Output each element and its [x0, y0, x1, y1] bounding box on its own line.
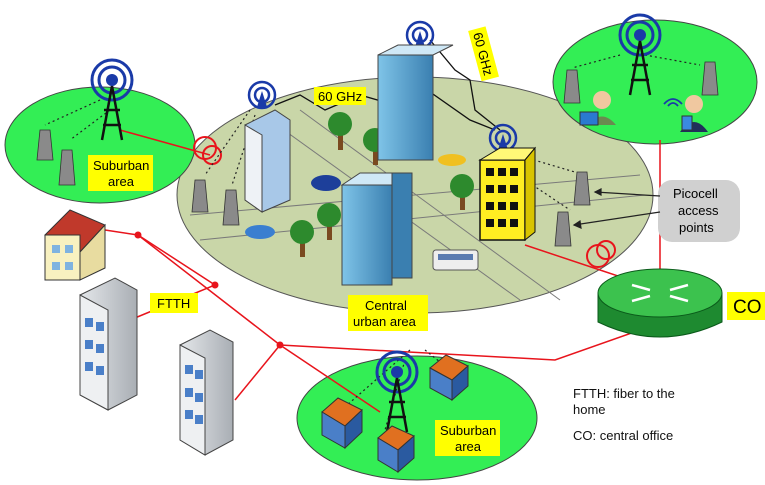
suburban-area-bottom-line2: area [455, 439, 482, 454]
callout-arrows [572, 188, 661, 229]
person-icon [579, 91, 708, 132]
label-box [150, 293, 198, 313]
suburban-area-left-line2: area [108, 174, 135, 189]
building-icon [179, 329, 234, 456]
building-icon [244, 109, 291, 213]
house-icon [321, 397, 363, 450]
fiber-splitter-node [134, 231, 142, 239]
suburban-area-bottom-line1: Suburban [440, 423, 496, 438]
antenna-tower-icon [618, 13, 662, 96]
label-box [314, 87, 366, 105]
house-icon [44, 209, 106, 281]
label-box [727, 292, 765, 320]
suburban-area-left-line1: Suburban [93, 158, 149, 173]
mmwave-link-icon [429, 39, 501, 131]
picocell-icon [36, 61, 719, 247]
router-icon[interactable] [597, 268, 723, 338]
building-icon [478, 146, 537, 242]
label-box [468, 26, 499, 82]
building-icon [377, 44, 454, 161]
picocell-callout [658, 180, 740, 242]
building-icon [79, 277, 138, 411]
label-box [348, 295, 428, 331]
legend-ftth-line2: home [573, 402, 606, 417]
antenna-icon [405, 20, 435, 50]
building-icon [340, 172, 413, 286]
central-urban-area-line1: Central [365, 298, 407, 313]
tree-icon [290, 112, 474, 257]
legend-co: CO: central office [573, 428, 673, 443]
picocell-line2: access [678, 203, 719, 218]
bus-icon [432, 249, 479, 271]
central-urban-area-line2: urban area [353, 314, 417, 329]
legend-ftth-line1: FTTH: fiber to the [573, 386, 675, 401]
label-box [88, 155, 153, 191]
picocell-line3: points [679, 220, 714, 235]
car-icon [245, 154, 466, 239]
house-icon [429, 354, 469, 402]
co-label: CO [733, 297, 762, 318]
wifi-icon [663, 98, 683, 107]
house-icon [377, 425, 415, 474]
antenna-tower-icon [375, 350, 419, 433]
ftth-label: FTTH [157, 296, 190, 311]
picocell-line1: Picocell [673, 186, 718, 201]
fiber-splitter-node [276, 341, 284, 349]
ghz-label-a: 60 GHz [318, 89, 362, 104]
antenna-tower-icon [90, 58, 134, 141]
label-box [435, 420, 500, 456]
fiber-splitter-node [211, 281, 219, 289]
antenna-icon [247, 80, 277, 110]
